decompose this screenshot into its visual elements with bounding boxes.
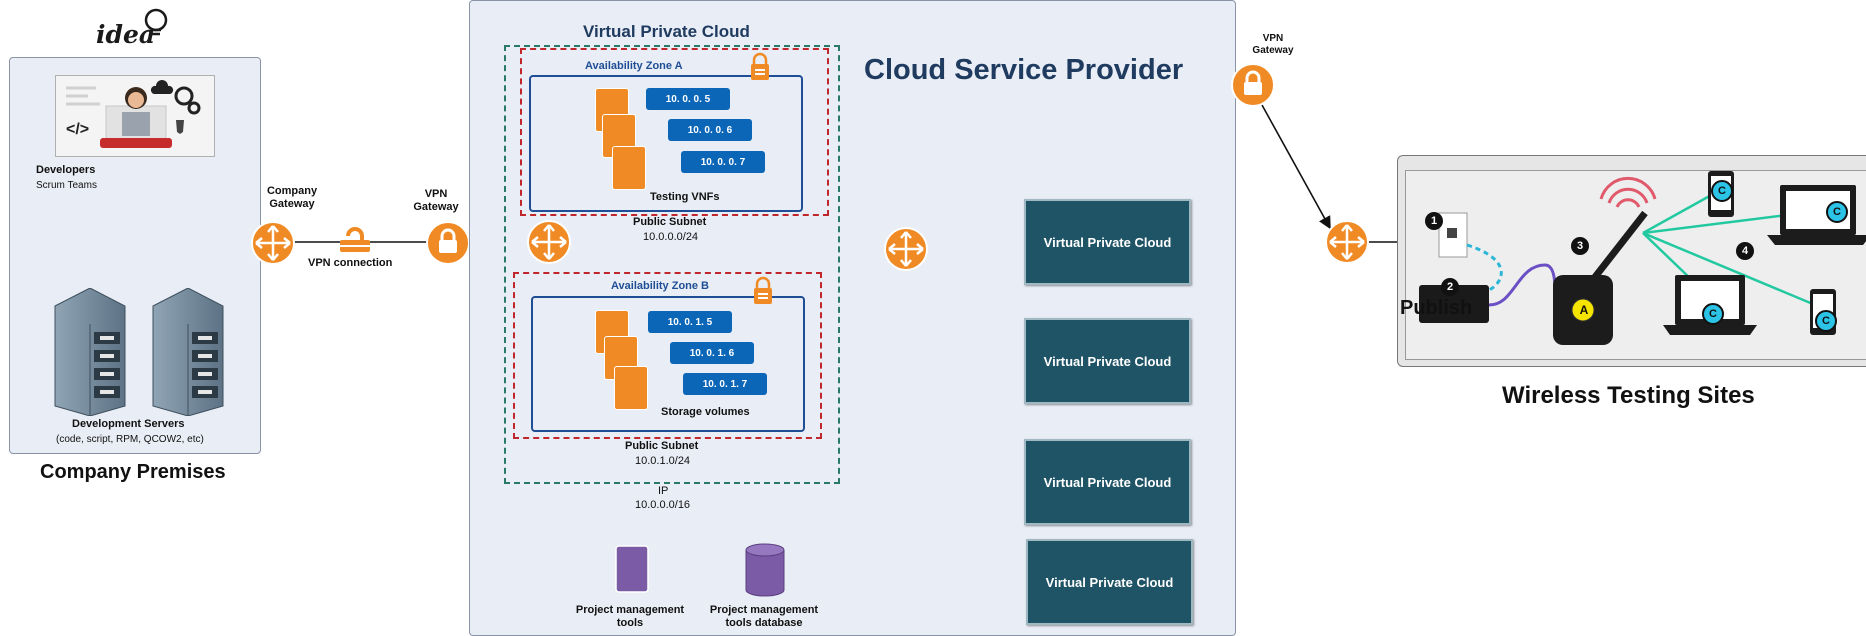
marker-1: 1 [1425, 212, 1443, 230]
vpn-gateway-left-label: VPN Gateway [413, 188, 459, 213]
zone-a-ip-2: 10. 0. 0. 6 [668, 119, 752, 141]
client-badge-4: C [1815, 310, 1837, 332]
remote-vpc-4: Virtual Private Cloud [1026, 539, 1193, 625]
dev-servers-label: Development Servers [72, 418, 185, 430]
marker-3: 3 [1571, 237, 1589, 255]
vpn-connection-lock-icon [336, 227, 374, 252]
remote-vpc-1: Virtual Private Cloud [1024, 199, 1191, 285]
remote-vpc-3: Virtual Private Cloud [1024, 439, 1191, 525]
zone-a-box [529, 75, 803, 212]
client-badge-2: C [1826, 201, 1848, 223]
zone-a-subnet: Public Subnet [633, 216, 707, 228]
zone-b-ip-3: 10. 0. 1. 7 [683, 373, 767, 395]
zone-a-lock-icon [751, 52, 769, 80]
zone-a-outer [520, 48, 829, 216]
company-gateway-router-icon [251, 221, 295, 265]
developer-illustration: </> [55, 75, 215, 157]
zone-a-ip-1: 10. 0. 0. 5 [646, 88, 730, 110]
vpn-gateway-left-icon [426, 221, 470, 265]
vpc-ip-label: IP [658, 485, 669, 497]
pm-database-icon [745, 543, 785, 597]
zone-b-ip-2: 10. 0. 1. 6 [670, 342, 754, 364]
vpn-connection-label: VPN connection [308, 257, 393, 269]
wireless-router-icon [1325, 220, 1369, 264]
zone-a-ip-3: 10. 0. 0. 7 [681, 151, 765, 173]
vpn-gateway-right-label: VPN Gateway [1252, 33, 1294, 56]
developers-label: Developers [36, 164, 96, 176]
publish-label: Publish [1400, 297, 1473, 319]
provider-router-icon [884, 227, 928, 271]
remote-vpc-2: Virtual Private Cloud [1024, 318, 1191, 404]
svg-text:</>: </> [66, 121, 89, 138]
wireless-title: Wireless Testing Sites [1502, 382, 1755, 409]
wireless-diagram [1419, 171, 1866, 345]
pm-tools-label: Project management tools [575, 604, 685, 629]
zone-a-label: Availability Zone A [585, 60, 683, 72]
vpc-boundary [504, 45, 840, 484]
zone-b-caption: Storage volumes [661, 406, 750, 418]
client-badge-1: C [1711, 180, 1733, 202]
cloud-provider-title: Cloud Service Provider [864, 54, 1184, 86]
zone-b-ip-1: 10. 0. 1. 5 [648, 311, 732, 333]
scrum-teams-label: Scrum Teams [36, 180, 97, 191]
zone-b-lock-icon [754, 276, 772, 304]
client-badge-3: C [1702, 303, 1724, 325]
vpc-router-icon [527, 220, 571, 264]
zone-a-cidr: 10.0.0.0/24 [643, 231, 699, 243]
vpc-ip-cidr: 10.0.0.0/16 [635, 499, 691, 511]
marker-4: 4 [1736, 242, 1754, 260]
pm-tools-icon [615, 545, 649, 593]
zone-b-cidr: 10.0.1.0/24 [635, 455, 691, 467]
zone-b-subnet: Public Subnet [625, 440, 699, 452]
company-gateway-label: Company Gateway [266, 185, 318, 210]
zone-a-caption: Testing VNFs [650, 191, 720, 203]
company-premises-title: Company Premises [40, 461, 226, 483]
idea-logo: idea [96, 6, 176, 52]
vpc-title: Virtual Private Cloud [583, 22, 750, 41]
vpn-gateway-right-icon [1231, 63, 1275, 107]
access-point-badge: A [1579, 303, 1589, 317]
lightbulb-icon [144, 8, 168, 36]
marker-2: 2 [1441, 278, 1459, 296]
pm-db-label: Project management tools database [709, 604, 819, 629]
zone-b-label: Availability Zone B [611, 280, 710, 292]
server-rack-icon [54, 288, 224, 416]
dev-servers-sub: (code, script, RPM, QCOW2, etc) [56, 434, 204, 445]
zone-b-outer [513, 272, 822, 439]
storage-volume-3 [614, 366, 648, 410]
zone-b-box [531, 296, 805, 432]
vnf-instance-3 [612, 146, 646, 190]
